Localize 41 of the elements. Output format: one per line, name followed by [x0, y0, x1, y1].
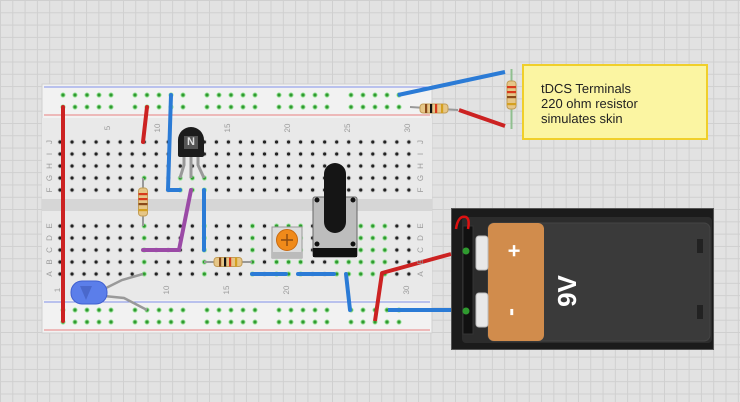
row-letter: F — [417, 188, 425, 192]
voltage-label: 9V — [554, 275, 580, 307]
column-number: 5 — [104, 126, 112, 130]
plus-sign: + — [508, 240, 520, 262]
row-letter: D — [46, 235, 54, 241]
jumper-wire — [388, 308, 451, 312]
row-letter: C — [46, 247, 54, 253]
note-card — [522, 64, 708, 140]
note-text: tDCS Terminals 220 ohm resistor simulates skin — [541, 81, 639, 126]
column-number: 25 — [344, 124, 352, 132]
column-number: 1 — [54, 288, 62, 292]
row-letter: E — [417, 223, 425, 229]
column-number: 20 — [283, 286, 291, 294]
column-number: 20 — [284, 124, 292, 132]
row-letter: A — [46, 271, 54, 277]
row-letter: I — [46, 152, 54, 156]
column-number: 15 — [224, 124, 232, 132]
column-number: 10 — [163, 286, 171, 294]
row-letter: A — [417, 271, 425, 277]
npn-transistor — [178, 127, 204, 157]
column-number: 10 — [154, 124, 162, 132]
transistor-marking: N — [184, 136, 198, 149]
minus-sign: - — [499, 308, 523, 316]
row-letter: E — [46, 223, 54, 229]
row-letter: D — [417, 235, 425, 241]
column-number: 30 — [404, 124, 412, 132]
row-letter: H — [417, 163, 425, 169]
row-letter: F — [46, 188, 54, 192]
row-letter: J — [417, 140, 425, 144]
row-letter: J — [46, 140, 54, 144]
row-letter: G — [46, 174, 54, 182]
column-number: 30 — [403, 286, 411, 294]
row-letter: B — [417, 259, 425, 265]
row-letter: H — [46, 163, 54, 169]
row-letter: C — [417, 247, 425, 253]
column-number: 15 — [223, 286, 231, 294]
jumper-wire — [373, 252, 452, 322]
row-letter: G — [417, 174, 425, 182]
row-letter: I — [417, 152, 425, 156]
resistor — [505, 68, 518, 130]
row-letter: B — [46, 259, 54, 265]
